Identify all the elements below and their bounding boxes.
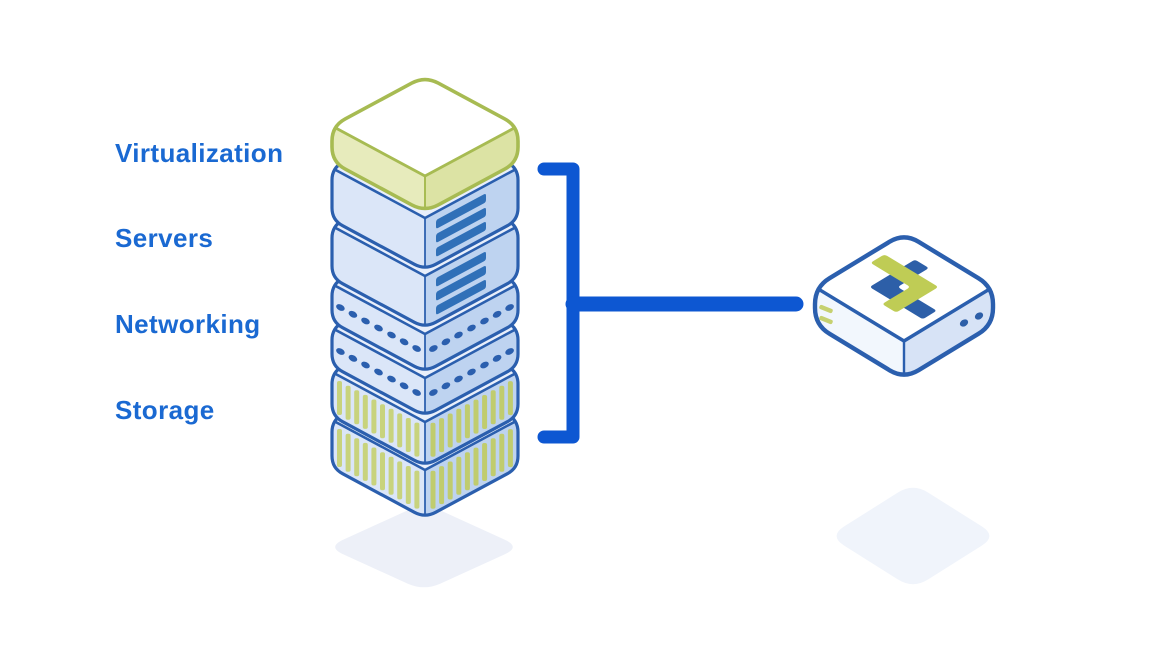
server-vent-bar [436, 222, 486, 257]
storage-stripe [447, 413, 453, 448]
network-port-dot [387, 375, 396, 383]
storage-stripe [482, 443, 488, 481]
server-vent-bar [436, 194, 486, 229]
network-port-dot [467, 368, 476, 376]
network-port-dot [492, 354, 502, 362]
storage-stripe [337, 429, 342, 467]
led-indicator [819, 315, 833, 325]
label-servers: Servers [115, 223, 214, 253]
storage-stripe [414, 422, 420, 457]
storage-stripe [456, 408, 462, 443]
storage-stripe [388, 408, 394, 443]
server-vent-bar [436, 266, 486, 301]
storage-stripe [464, 404, 470, 439]
storage-stripe [464, 452, 470, 491]
network-port-dot [480, 361, 489, 369]
storage-stripe [397, 461, 403, 500]
network-port-dot [429, 345, 438, 352]
network-port-dot [374, 324, 383, 332]
network-port-dot [505, 304, 514, 311]
network-port-dot [399, 382, 409, 390]
network-port-dot [441, 382, 451, 390]
storage-stripe [473, 447, 479, 486]
storage-stripe [490, 438, 496, 477]
storage-stripe [337, 381, 342, 415]
storage-stripe [507, 429, 513, 468]
storage-stripe [354, 390, 360, 425]
network-port-dot [361, 361, 370, 369]
network-port-dot [336, 304, 345, 311]
storage-stripe [362, 442, 368, 481]
network-port-dot [348, 310, 358, 318]
storage-stripe [473, 399, 479, 434]
storage-stripe [397, 413, 403, 448]
storage-stripe [430, 470, 436, 509]
label-virtualization: Virtualization [115, 138, 284, 168]
storage-stripe [499, 385, 505, 420]
port-dot [974, 312, 984, 320]
network-port-dot [412, 389, 421, 396]
network-port-dot [467, 324, 476, 332]
storage-stripe [371, 447, 377, 486]
appliance-shadow [836, 487, 990, 585]
server-vent-bar [436, 252, 486, 287]
x-logo-icon [870, 255, 938, 319]
storage-stripe [388, 456, 394, 495]
network-port-dot [361, 317, 370, 325]
storage-stripe [490, 390, 496, 425]
storage-stripe [482, 395, 488, 429]
network-port-dot [348, 354, 358, 362]
storage-stripe [380, 404, 385, 439]
storage-stripe [430, 422, 436, 457]
network-port-dot [505, 348, 514, 355]
server-vent-bar [436, 280, 486, 315]
network-port-dot [429, 389, 438, 396]
storage-stripe [499, 433, 505, 472]
network-port-dot [492, 310, 502, 318]
storage-stripe [439, 466, 445, 505]
storage-stripe [439, 418, 445, 453]
storage-stripe [456, 456, 462, 495]
storage-stripe [405, 418, 411, 452]
network-port-dot [387, 331, 396, 339]
network-port-dot [336, 348, 345, 355]
storage-stripe [362, 394, 368, 429]
port-dot [959, 319, 969, 327]
label-storage: Storage [115, 395, 215, 425]
network-port-dot [374, 368, 383, 376]
storage-stripe [405, 466, 411, 504]
network-port-dot [412, 345, 421, 352]
storage-stripe [414, 470, 420, 509]
led-indicator [819, 304, 833, 314]
storage-stripe [447, 461, 453, 500]
server-vent-bar [436, 208, 486, 243]
storage-stripe [345, 433, 351, 472]
storage-stripe [345, 385, 351, 420]
label-networking: Networking [115, 309, 261, 339]
network-port-dot [454, 331, 463, 339]
storage-stripe [507, 381, 513, 416]
network-port-dot [480, 317, 489, 325]
network-port-dot [454, 375, 463, 383]
storage-stripe [354, 438, 360, 477]
storage-stripe [380, 452, 385, 491]
storage-stripe [371, 399, 377, 434]
network-port-dot [399, 338, 409, 346]
stack-shadow [335, 506, 513, 588]
network-port-dot [441, 338, 451, 346]
